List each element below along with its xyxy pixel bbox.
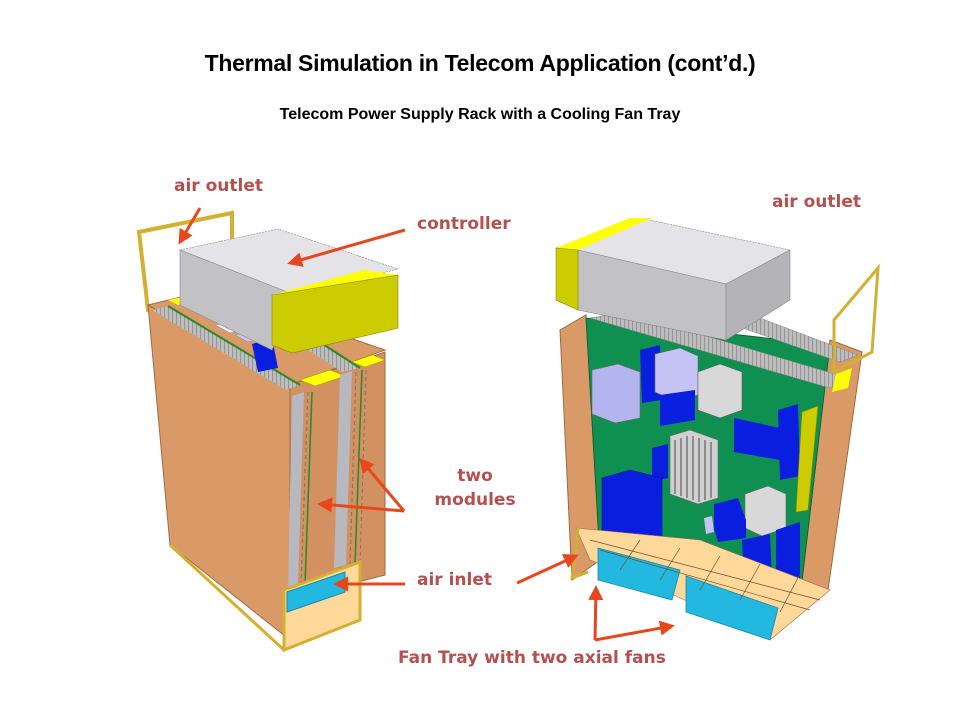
label-fan-tray: Fan Tray with two axial fans (398, 648, 666, 668)
left-module-1-pcb-edge (304, 391, 313, 586)
right-component-blue-8 (776, 522, 800, 586)
right-component-blue-4 (778, 404, 800, 480)
right-rack-view (554, 217, 880, 641)
arrow-fan-2 (594, 620, 675, 642)
label-air-outlet-right: air outlet (772, 192, 861, 212)
label-two-modules-line1: two (457, 466, 493, 486)
left-rack-view (136, 210, 400, 653)
arrow-module-2 (317, 497, 405, 513)
left-yellow-cap-2 (351, 354, 386, 368)
right-component-blue-3 (734, 418, 780, 460)
left-fan-inlet (286, 571, 346, 613)
slide-title: Thermal Simulation in Telecom Applicatio… (204, 50, 756, 76)
arrow-module-1 (359, 457, 406, 512)
left-top-grill-2 (300, 341, 360, 372)
left-module-1-rail (288, 392, 304, 588)
right-component-blue-6 (714, 498, 746, 542)
right-controller-side (725, 249, 791, 341)
label-two-modules-line2: modules (434, 490, 516, 511)
label-air-inlet: air inlet (417, 570, 493, 590)
label-controller: controller (417, 214, 511, 234)
right-yellow-cap (832, 368, 852, 392)
right-fan-grille (589, 539, 821, 613)
arrow-air-inlet-right (516, 554, 579, 585)
right-heatsink (669, 429, 719, 505)
right-component-lavender-small (704, 516, 714, 534)
arrow-air-outlet-left (178, 207, 202, 245)
arrow-fan-1 (588, 585, 604, 641)
right-component-blue-2 (660, 390, 695, 426)
right-inlet-frame (570, 527, 589, 581)
left-module-2-rail (334, 371, 352, 568)
arrow-controller (287, 228, 406, 267)
left-top-rail-1 (167, 305, 301, 386)
right-fan-2 (685, 575, 779, 641)
right-controller-yellow-front (555, 247, 579, 311)
left-controller-yellow-front (271, 274, 399, 354)
right-component-gray-1 (697, 363, 743, 419)
annotation-arrows (178, 207, 675, 642)
right-controller-yellow-top (556, 218, 652, 250)
label-two-modules: two modules (420, 466, 530, 511)
right-outlet-frame (832, 263, 880, 375)
right-component-blue-5 (652, 444, 668, 482)
right-component-gray-2 (744, 485, 787, 537)
label-air-outlet-left: air outlet (174, 176, 263, 196)
right-yellow-strip (795, 405, 819, 513)
left-module-2-pcb-edge (354, 369, 363, 566)
right-component-lavender-1 (591, 363, 641, 424)
right-fan-1 (597, 547, 681, 601)
slide-subtitle: Telecom Power Supply Rack with a Cooling… (279, 106, 681, 123)
left-controller-side (179, 249, 296, 351)
